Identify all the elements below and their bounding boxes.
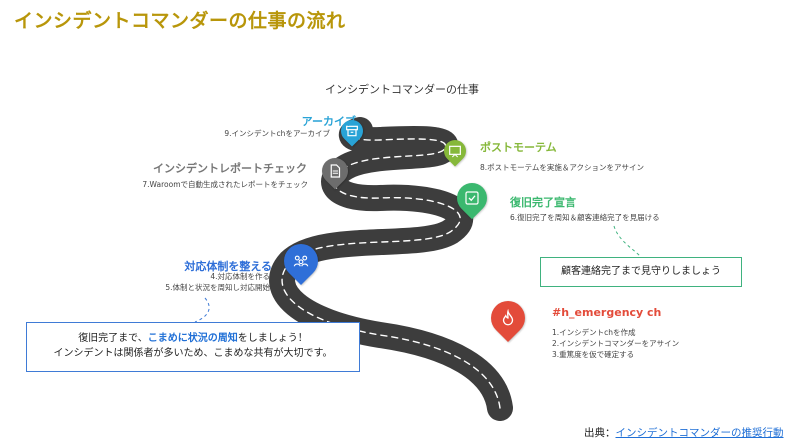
document-icon [330, 164, 341, 178]
callout-highlight: こまめに状況の周知 [147, 333, 238, 344]
step-report-desc: 7.Waroomで自動生成されたレポートをチェック [142, 179, 308, 190]
report-pin [316, 152, 354, 190]
source-credit: 出典：インシデントコマンダーの推奨行動 [584, 425, 784, 440]
archive-pin [336, 115, 368, 147]
desc-line: 1.インシデントchを作成 [552, 328, 636, 337]
desc-line: 9.インシデントchをアーカイブ [224, 129, 330, 138]
callout-text: をしましょう！ [237, 333, 308, 344]
callout-line-1: 復旧完了まで、こまめに状況の周知をしましょう！ [27, 331, 359, 346]
archive-icon [346, 125, 358, 137]
step-emergency-desc: 1.インシデントchを作成 2.インシデントコマンダーをアサイン 3.重篤度を仮… [552, 327, 679, 360]
step-emergency-title: #h_emergency ch [552, 306, 662, 319]
desc-line: 7.Waroomで自動生成されたレポートをチェック [142, 180, 308, 189]
emergency-pin [483, 293, 533, 343]
desc-line: 8.ポストモーテムを実施＆アクションをアサイン [480, 163, 645, 172]
page-title: インシデントコマンダーの仕事の流れ [14, 10, 346, 32]
team-icon [293, 255, 309, 267]
checkmark-icon [465, 191, 479, 205]
step-recovery-title: 復旧完了宣言 [510, 196, 576, 209]
source-label: 出典： [584, 427, 616, 439]
board-icon [449, 145, 461, 158]
step-team-title: 対応体制を整える [184, 260, 272, 273]
source-link[interactable]: インシデントコマンダーの推奨行動 [615, 427, 784, 439]
step-report-title: インシデントレポートチェック [153, 162, 307, 175]
desc-line: 3.重篤度を仮で確定する [552, 350, 635, 359]
callout-line-2: インシデントは関係者が多いため、こまめな共有が大切です。 [53, 348, 333, 359]
recovery-pin [450, 176, 494, 220]
step-postmortem-title: ポストモーテム [480, 141, 557, 154]
diagram-title: インシデントコマンダーの仕事 [325, 83, 479, 96]
step-archive-desc: 9.インシデントchをアーカイブ [224, 128, 330, 139]
step-team-desc: 4.対応体制を作る 5.体制と状況を周知し対応開始 [165, 271, 270, 293]
step-recovery-desc: 6.復旧完了を周知＆顧客連絡完了を見届ける [510, 212, 660, 223]
desc-line: 5.体制と状況を周知し対応開始 [165, 283, 270, 292]
callout-text: 復旧完了まで、 [78, 333, 148, 344]
desc-line: 2.インシデントコマンダーをアサイン [552, 339, 680, 348]
desc-line: 6.復旧完了を周知＆顧客連絡完了を見届ける [510, 213, 660, 222]
team-pin [276, 236, 326, 286]
step-archive-title: アーカイブ [301, 115, 356, 128]
step-postmortem-desc: 8.ポストモーテムを実施＆アクションをアサイン [480, 162, 644, 173]
postmortem-pin [439, 135, 471, 167]
flame-icon [502, 309, 514, 326]
frequent-update-callout: 復旧完了まで、こまめに状況の周知をしましょう！ インシデントは関係者が多いため、… [26, 322, 360, 372]
customer-contact-callout: 顧客連絡完了まで見守りしましょう [540, 257, 742, 287]
desc-line: 4.対応体制を作る [210, 272, 270, 281]
